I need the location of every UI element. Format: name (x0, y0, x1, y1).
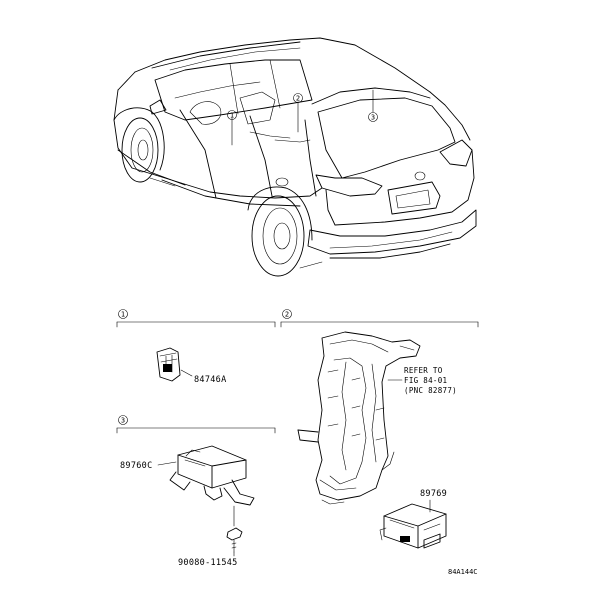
bracket-frame-drawing (297, 331, 421, 505)
section-2: 2 REFER TO FIG 84 (280, 309, 479, 549)
section-3: 3 89760C 90080-11545 (116, 415, 276, 568)
part-84746a-drawing (156, 347, 181, 382)
callout-1-label: 1 (230, 112, 234, 120)
vehicle-illustration (113, 37, 477, 277)
part-89769-drawing (379, 503, 447, 549)
part-89760c-drawing (169, 445, 255, 506)
section-2-number: 2 (285, 311, 289, 319)
callout-circle-3 (368, 112, 378, 122)
part-number-90080-11545: 90080-11545 (178, 558, 238, 568)
vehicle-callouts: 1 2 3 (227, 89, 378, 146)
callout-2-label: 2 (296, 95, 300, 103)
section-1: 1 84746A (116, 309, 276, 385)
part-90080-11545-drawing (226, 527, 243, 553)
reference-line-3: (PNC 82877) (404, 386, 457, 395)
part-number-84746a: 84746A (194, 375, 227, 385)
section-3-marker (118, 415, 128, 425)
section-2-marker (282, 309, 292, 319)
part-number-89760c: 89760C (120, 461, 153, 471)
reference-line-2: FIG 84-01 (404, 376, 447, 385)
section-1-number: 1 (121, 311, 125, 319)
section-1-marker (118, 309, 128, 319)
callout-circle-1 (227, 110, 237, 120)
callout-3-label: 3 (371, 114, 375, 122)
section-3-number: 3 (121, 417, 125, 425)
callout-circle-2 (293, 93, 303, 103)
diagram-code: 84A144C (448, 568, 478, 576)
part-number-89769: 89769 (420, 489, 447, 499)
reference-line-1: REFER TO (404, 366, 443, 375)
